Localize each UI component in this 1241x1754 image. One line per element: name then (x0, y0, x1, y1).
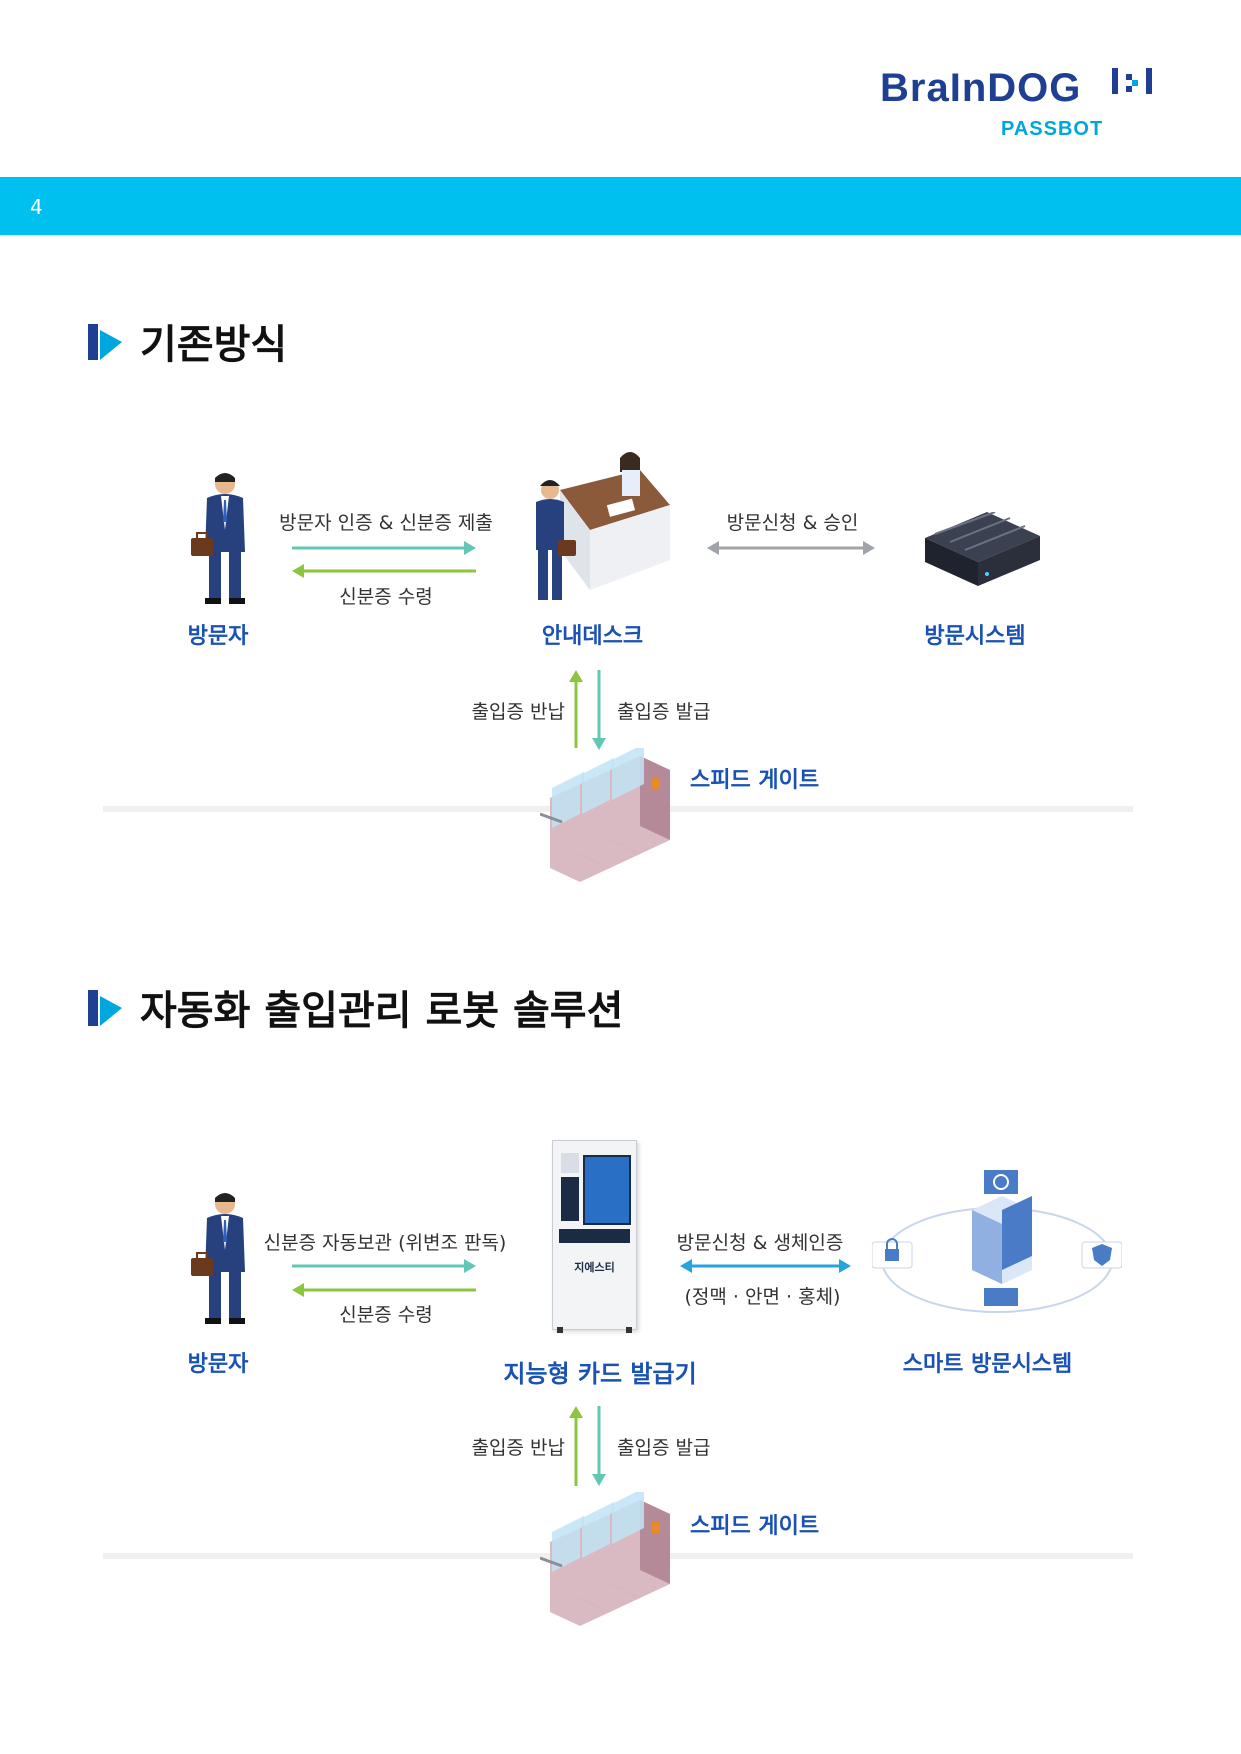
node-label-gate: 스피드 게이트 (690, 768, 820, 793)
flow-label-biometric: (정맥 · 안면 · 홍체) (684, 1286, 841, 1308)
section-title-legacy: 기존방식 (140, 322, 288, 368)
businessman-icon (191, 473, 245, 604)
server-icon (925, 512, 1040, 586)
logo-mark-icon (1112, 68, 1152, 94)
node-label-kiosk: 지능형 카드 발급기 (503, 1360, 697, 1388)
reception-desk-icon (536, 452, 670, 600)
logo-subtitle: PASSBOT (1001, 118, 1104, 140)
flow-label-issue-pass: 출입증 발급 (617, 701, 711, 723)
smart-system-icon (872, 1170, 1122, 1313)
section-bullet-icon (88, 990, 122, 1026)
page-number: 4 (30, 195, 43, 219)
kiosk-reader (561, 1177, 579, 1221)
header-band: 4 (0, 177, 1241, 235)
node-label-gate: 스피드 게이트 (690, 1514, 820, 1539)
flow-label-issue-pass: 출입증 발급 (617, 1437, 711, 1459)
speed-gate-icon (540, 748, 670, 882)
node-label-desk: 안내데스크 (541, 624, 644, 649)
kiosk-card-slot (559, 1229, 630, 1243)
node-label-smart-system: 스마트 방문시스템 (902, 1352, 1073, 1377)
flow-label-return-pass: 출입증 반납 (471, 701, 565, 723)
card-kiosk: 지에스티 (552, 1140, 637, 1333)
logo-wordmark: BraInDOG (880, 66, 1082, 110)
flow-label-to-visitor: 신분증 수령 (339, 586, 433, 608)
node-label-visitor: 방문자 (187, 624, 249, 649)
node-label-visitor: 방문자 (187, 1352, 249, 1377)
kiosk-panel (561, 1153, 579, 1173)
kiosk-brand-label: 지에스티 (574, 1261, 615, 1274)
flow-label-return-pass: 출입증 반납 (471, 1437, 565, 1459)
flow-label-kiosk-system: 방문신청 & 생체인증 (676, 1232, 844, 1254)
node-label-system: 방문시스템 (924, 624, 1026, 649)
flow-label-desk-system: 방문신청 & 승인 (726, 512, 859, 534)
section-title-automated: 자동화 출입관리 로봇 솔루션 (140, 988, 624, 1034)
flow-label-to-visitor: 신분증 수령 (339, 1304, 433, 1326)
kiosk-screen (583, 1155, 631, 1225)
brand-logo: BraInDOG PASSBOT (880, 66, 1180, 146)
section-bullet-icon (88, 324, 122, 360)
flow-label-to-desk: 방문자 인증 & 신분증 제출 (279, 512, 493, 534)
flow-arrows-legacy (292, 541, 875, 750)
speed-gate-icon (540, 1492, 670, 1626)
flow-label-to-kiosk: 신분증 자동보관 (위변조 판독) (263, 1232, 507, 1254)
businessman-icon (191, 1193, 245, 1324)
